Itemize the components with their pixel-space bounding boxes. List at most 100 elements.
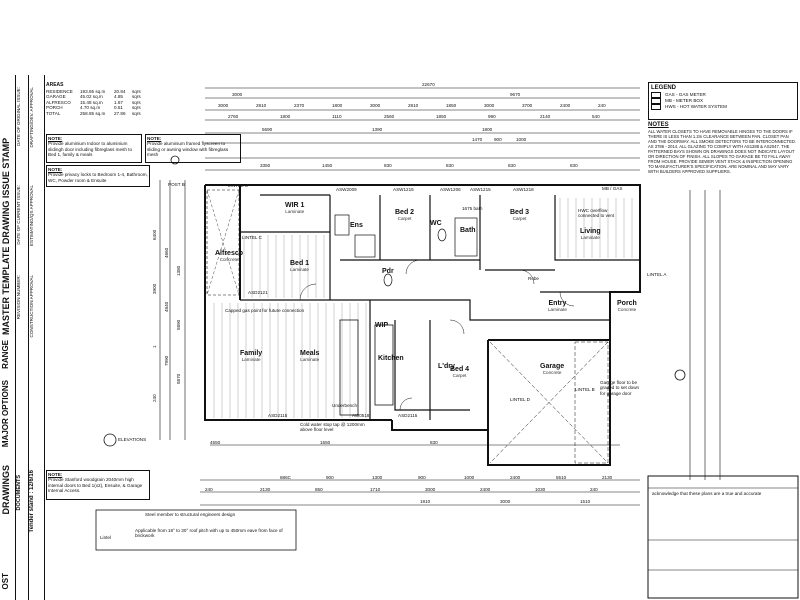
areas-cell-m2: 45.02 sq.m [80,94,103,100]
room-wip: WIP [375,322,388,329]
dim-top: 5690 [262,127,273,132]
acknowledge-text: acknowledge that these plans are a true … [652,491,762,496]
room-finish: Laminate [548,307,567,312]
bath-note: 1675 bath [462,206,483,211]
dim-bottom: 886C [280,475,291,480]
dim-top: 2560 [384,114,395,119]
room-name: Bed 4 [450,366,470,373]
underbench-label: Underbench [332,403,358,408]
areas-cell-m2: 193.65 sq.m [80,89,106,94]
dim-bottom: 900 [418,475,426,480]
hwc-note: HWC overflow connected to vent [578,208,615,219]
documents-label: DOCUMENTS [16,475,22,511]
dim-bottom: 4550 [210,440,221,445]
robe-label: Robe [528,276,539,281]
dim-top: 3000 [370,103,381,108]
dim-top: 1450 [322,163,333,168]
stage-drafting: DRAFTING/DEV. APPROVAL [29,87,34,148]
dim-bottom: 1910 [420,499,431,504]
dim-top: 830 [384,163,392,168]
areas-cell-unit: sqrs [132,94,141,100]
dim-left: 5890 [176,319,181,330]
room-name: Bed 3 [510,209,530,216]
dim-bottom: 1550 [320,440,331,445]
post-b-label: POST B [168,182,185,187]
room-name: Bed 1 [290,260,310,267]
dim-top: 1850 [446,103,457,108]
dim-bottom: 3000 [425,487,436,492]
title-stamp: MASTER TEMPLATE DRAWING ISSUE STAMP [1,137,11,335]
dim-top: 1390 [372,127,383,132]
garage-note: Garage floor to be graded to set down fo… [600,380,640,396]
aw-label: AW0518 [352,413,370,418]
areas-cell-unit: sqrs [132,105,141,111]
areas-cell-label: RESIDENCE [46,89,73,94]
room-finish: Laminate [285,209,305,214]
dim-left: 5870 [176,373,181,384]
room-finish: Laminate [300,357,320,362]
dim-top: 3000 [218,103,229,108]
areas-cell-unit: sqrs [132,99,141,105]
range-label: RANGE [1,340,10,369]
room-name: Bath [460,227,476,234]
room-name: Alfresco [215,250,244,257]
room-finish: Carpet [512,216,527,221]
major-options-label: MAJOR OPTIONS [1,380,10,448]
areas-cell-sq: 20.84 [114,89,126,94]
meter-box-label: MB / GAS [602,186,623,191]
dim-top: 2370 [294,103,305,108]
dim-bottom: 2130 [260,487,271,492]
legend-heading: LEGEND [651,85,677,91]
dim-bottom: 1510 [580,499,591,504]
lintel-d-label: LINTEL D [510,397,530,402]
legend-box: LEGEND GAS - GAS METER MB - METER BOX HW… [648,82,798,120]
room-name: WIP [375,322,389,329]
lintel-a-label: LINTEL A [647,272,667,277]
dim-bottom: 1030 [535,487,546,492]
issue-date-current: DATE OF CURRENT ISSUE: [16,185,21,245]
areas-cell-sq: 27.86 [114,110,126,116]
lintel-c-label: LINTEL C [228,183,248,188]
drawings-label: DRAWINGS [1,465,11,515]
areas-cell-label: TOTAL [46,110,61,116]
notes-text: ALL WATER CLOSETS TO HAVE REMOVABLE HING… [648,129,797,174]
asd-label-1: ASD2121 [248,290,268,295]
room-wc: WC [430,220,442,227]
room-name: Pdr [382,268,394,275]
room-name: Ens [350,222,363,229]
dim-top: 1800 [280,114,291,119]
room-name: Kitchen [378,355,404,362]
dim-top: 990 [488,114,496,119]
room-name: WIR 1 [285,202,305,209]
room-pdr: Pdr [382,268,394,275]
room-finish: Concrete [617,307,637,312]
dim-bottom: 900 [326,475,334,480]
areas-cell-sq: 1.67 [114,99,123,105]
asd-label-3: ASD2115 [398,413,418,418]
note-aluminium-door: NOTE: Provide aluminium Indoor to alumin… [46,134,142,163]
dim-left: 3900 [152,283,157,294]
dim-top: 2810 [256,103,267,108]
stage-estimating: ESTIMATING/QS APPROVAL [29,185,34,247]
areas-cell-m2: 4.70 sq.m [80,105,101,111]
room-name: Porch [617,300,637,307]
room-ens: Ens [350,222,363,229]
ost-label: OST [1,573,10,590]
gas-icon [651,92,661,98]
room-name: Bed 2 [395,209,415,216]
dim-top: 1850 [436,114,447,119]
dim-top: 900 [494,137,502,142]
dim-top: 830 [570,163,578,168]
dim-bottom: 1000 [464,475,475,480]
dim-bottom: 850 [315,487,323,492]
dim-top: 9670 [510,92,521,97]
lintel-text: Lintel [100,535,111,540]
tender-stamp: Tender stand : 12/6/16 [29,470,35,533]
